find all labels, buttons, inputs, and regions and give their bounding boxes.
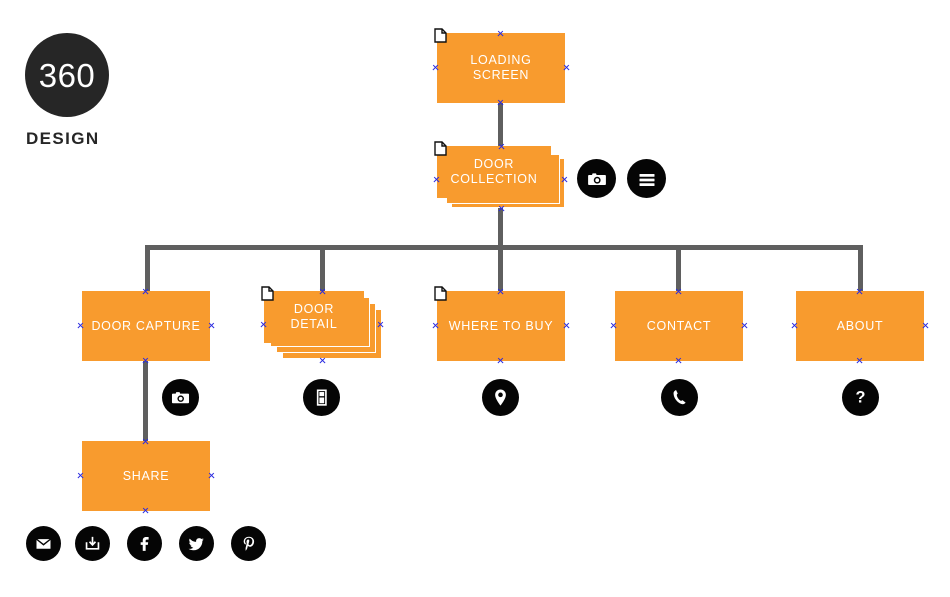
download-icon[interactable]: [75, 526, 110, 561]
node-card[interactable]: SHARE: [82, 441, 210, 511]
connector-drop-contact: [676, 245, 681, 291]
pinterest-icon[interactable]: [231, 526, 266, 561]
node-card[interactable]: WHERE TO BUY: [437, 291, 565, 361]
connector-drop-about: [858, 245, 863, 291]
node-card[interactable]: DOOR CAPTURE: [82, 291, 210, 361]
question-mark-glyph: ?: [856, 389, 866, 407]
logo-wordmark: DESIGN: [26, 129, 100, 148]
page-document-icon: [434, 28, 447, 43]
node-label: SHARE: [122, 468, 170, 483]
camera-glyph: [587, 172, 606, 185]
connector-drop-door-capture: [145, 245, 150, 291]
node-label: DOOR CAPTURE: [91, 318, 201, 333]
map-pin-glyph: [495, 389, 506, 406]
logo-circle-mark: 360: [25, 33, 109, 117]
node-card[interactable]: LOADING SCREEN: [437, 33, 565, 103]
node-where-to-buy[interactable]: WHERE TO BUY: [434, 286, 565, 361]
brand-logo: 360 DESIGN: [25, 33, 135, 158]
facebook-icon[interactable]: [127, 526, 162, 561]
logo-mark-text: 360: [38, 56, 96, 94]
facebook-glyph: [140, 537, 149, 551]
camera-glyph: [171, 392, 190, 404]
connector-capture-to-share: [143, 360, 148, 441]
download-glyph: [85, 536, 100, 550]
node-label-line-1: DOOR: [473, 157, 515, 171]
camera-icon[interactable]: [162, 379, 199, 416]
node-about[interactable]: ABOUT: [796, 291, 924, 361]
node-label: WHERE TO BUY: [448, 318, 554, 333]
node-label-line-2: COLLECTION: [450, 172, 538, 186]
door-icon[interactable]: [303, 379, 340, 416]
node-label: DOOR COLLECTION: [445, 157, 544, 187]
connector-loading-to-collection: [498, 103, 503, 146]
svg-text:?: ?: [856, 389, 866, 407]
node-door-detail[interactable]: DOOR DETAIL: [261, 286, 384, 361]
node-card[interactable]: DOOR DETAIL: [264, 291, 364, 343]
node-contact[interactable]: CONTACT: [615, 291, 743, 361]
connector-drop-door-detail: [320, 245, 325, 291]
twitter-bird-glyph: [188, 538, 204, 551]
node-label: LOADING SCREEN: [470, 53, 532, 82]
node-door-collection[interactable]: DOOR COLLECTION: [434, 141, 567, 208]
node-label: CONTACT: [646, 318, 712, 333]
camera-icon[interactable]: [577, 159, 616, 198]
node-card[interactable]: ABOUT: [796, 291, 924, 361]
connector-drop-where-to-buy: [498, 245, 503, 291]
node-share[interactable]: SHARE: [82, 441, 210, 511]
envelope-glyph: [36, 538, 51, 549]
pinterest-glyph: [243, 536, 255, 551]
connector-collection-down-stub: [498, 208, 503, 246]
door-glyph: [316, 389, 327, 406]
node-card[interactable]: DOOR COLLECTION: [437, 146, 551, 198]
twitter-icon[interactable]: [179, 526, 214, 561]
page-document-icon: [261, 286, 274, 301]
question-mark-icon[interactable]: ?: [842, 379, 879, 416]
node-loading-screen[interactable]: LOADING SCREEN: [434, 28, 565, 103]
hamburger-menu-icon[interactable]: [627, 159, 666, 198]
page-document-icon: [434, 141, 447, 156]
page-document-icon: [434, 286, 447, 301]
phone-glyph: [673, 390, 686, 405]
hamburger-glyph: [639, 173, 654, 186]
phone-icon[interactable]: [661, 379, 698, 416]
node-card[interactable]: CONTACT: [615, 291, 743, 361]
email-icon[interactable]: [26, 526, 61, 561]
node-door-capture[interactable]: DOOR CAPTURE: [82, 291, 210, 361]
connector-horizontal-bus: [145, 245, 863, 250]
map-pin-icon[interactable]: [482, 379, 519, 416]
node-label: DOOR DETAIL: [290, 302, 338, 331]
node-label: ABOUT: [836, 318, 884, 333]
